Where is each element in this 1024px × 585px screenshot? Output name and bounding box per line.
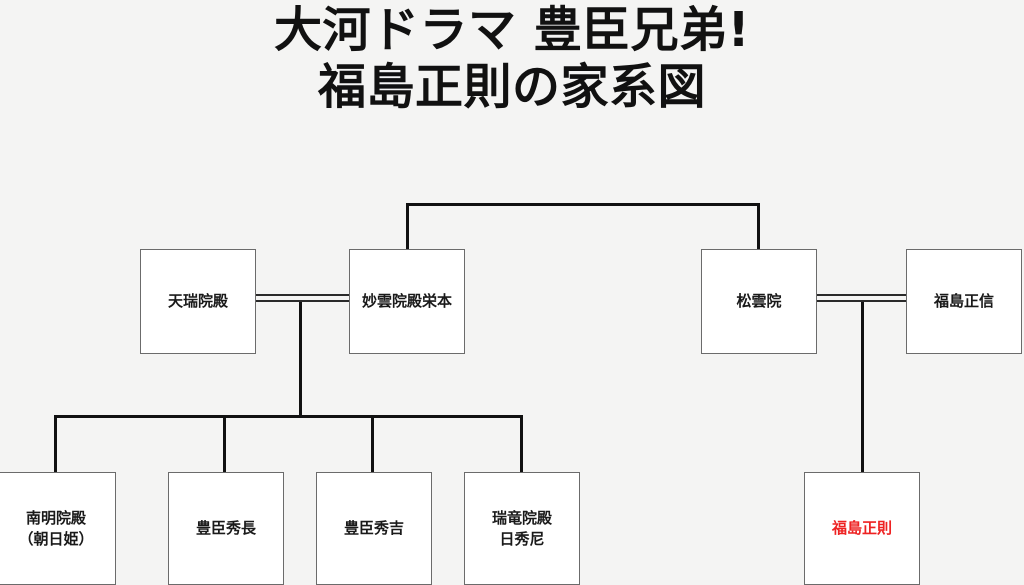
person-box-fukushima-masanori[interactable]: 福島正則 <box>804 472 920 585</box>
children-drop-right <box>861 302 864 473</box>
person-box-fukushima-masanobu[interactable]: 福島正信 <box>906 249 1022 354</box>
marriage-line-left <box>255 294 351 303</box>
children-drop-left <box>299 302 302 417</box>
person-label: 福島正則 <box>831 519 892 538</box>
person-box-myouunin[interactable]: 妙雲院殿栄本 <box>349 249 465 354</box>
child-drop-hidenaga <box>223 415 226 473</box>
person-label: 豊臣秀吉 <box>343 519 404 538</box>
person-label: 南明院殿 （朝日姫） <box>18 509 94 548</box>
person-box-shouunin[interactable]: 松雲院 <box>701 249 817 354</box>
title-line-1: 大河ドラマ 豊臣兄弟! <box>273 2 751 58</box>
person-label: 豊臣秀長 <box>195 519 256 538</box>
person-box-hidenaga[interactable]: 豊臣秀長 <box>168 472 284 585</box>
person-label: 福島正信 <box>933 292 994 311</box>
title-line-2: 福島正則の家系図 <box>317 58 706 115</box>
person-box-hideyoshi[interactable]: 豊臣秀吉 <box>316 472 432 585</box>
child-drop-nanmeiin <box>54 415 57 473</box>
person-label: 松雲院 <box>736 292 782 311</box>
children-bar-left <box>54 415 523 418</box>
child-drop-zuiryuuin <box>520 415 523 473</box>
sibling-bracket-left-drop <box>406 203 409 250</box>
sibling-bracket-top <box>406 203 760 206</box>
marriage-line-right <box>815 294 907 303</box>
person-box-nanmeiin[interactable]: 南明院殿 （朝日姫） <box>0 472 116 585</box>
page-title: 大河ドラマ 豊臣兄弟! 福島正則の家系図 <box>0 2 1024 115</box>
sibling-bracket-right-drop <box>757 203 760 250</box>
person-label: 天瑞院殿 <box>167 292 228 311</box>
person-label: 瑞竜院殿 日秀尼 <box>491 509 552 548</box>
person-box-zuiryuuin[interactable]: 瑞竜院殿 日秀尼 <box>464 472 580 585</box>
person-box-tenzuiin[interactable]: 天瑞院殿 <box>140 249 256 354</box>
child-drop-hideyoshi <box>371 415 374 473</box>
person-label: 妙雲院殿栄本 <box>361 292 452 311</box>
